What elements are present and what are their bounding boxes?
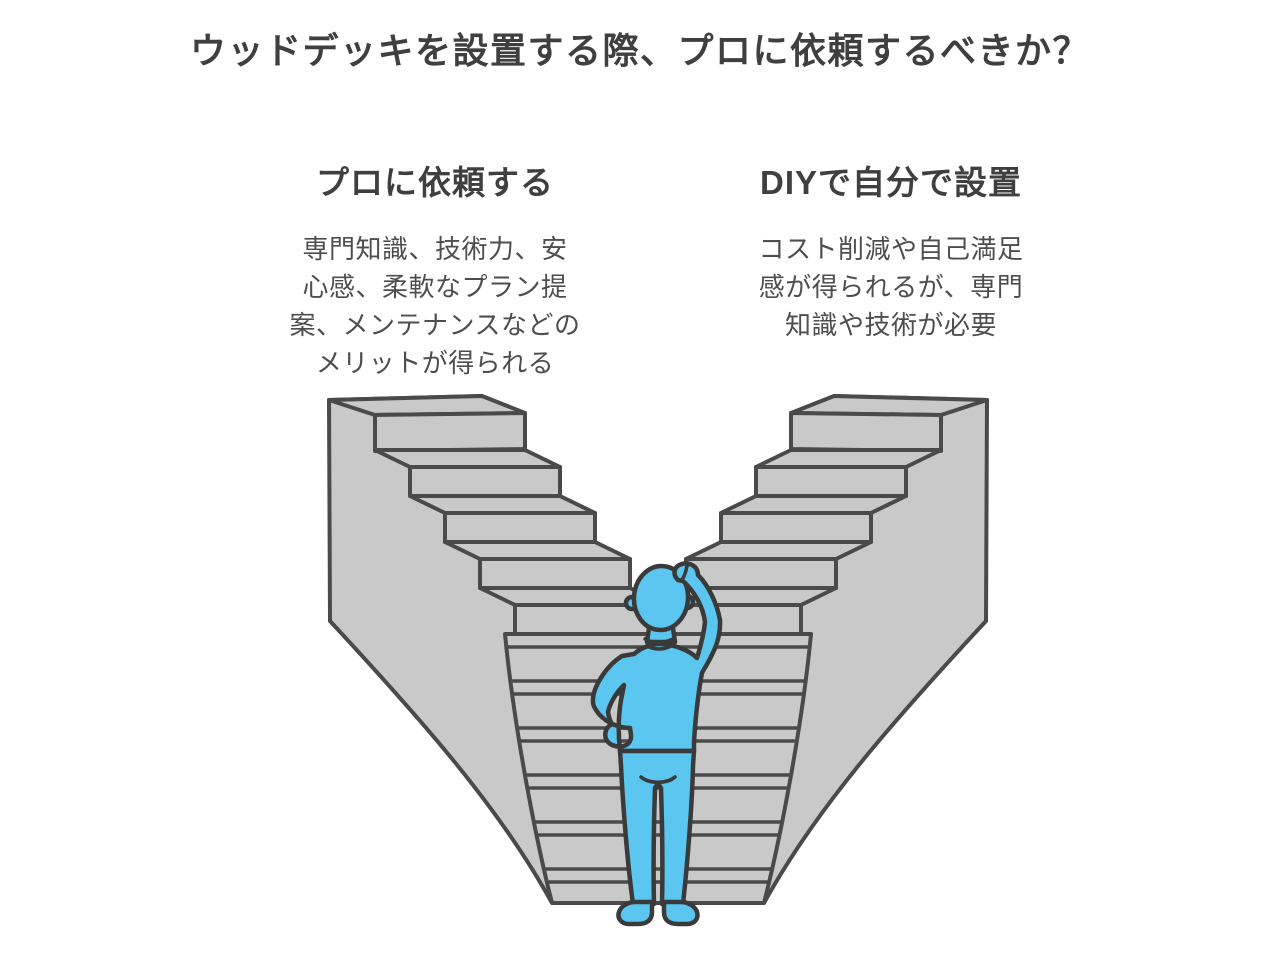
person-legs bbox=[617, 748, 697, 907]
person-collar-line bbox=[643, 637, 675, 645]
option-diy-heading: DIYで自分で設置 bbox=[759, 164, 1022, 201]
person-figure bbox=[590, 561, 723, 927]
person-shoe-right bbox=[661, 899, 700, 927]
person-head bbox=[631, 563, 691, 633]
option-pro-description: 専門知識、技術力、安 心感、柔軟なプラン提 案、メンテナンスなどの メリットが得… bbox=[289, 234, 581, 378]
option-diy: DIYで自分で設置 コスト削減や自己満足 感が得られるが、専門 知識や技術が必要 bbox=[716, 156, 1066, 344]
page-title: ウッドデッキを設置する際、プロに依頼するべきか？ bbox=[189, 30, 1090, 71]
person-collar-line2 bbox=[645, 644, 673, 651]
person-finger-line bbox=[681, 564, 689, 580]
option-diy-description: コスト削減や自己満足 感が得られるが、専門 知識や技術が必要 bbox=[758, 234, 1024, 340]
person-shoe-left bbox=[616, 899, 655, 927]
option-pro-heading: プロに依頼する bbox=[316, 164, 554, 201]
person-crotch-line bbox=[639, 775, 677, 784]
option-pro: プロに依頼する 専門知識、技術力、安 心感、柔軟なプラン提 案、メンテナンスなど… bbox=[255, 156, 615, 382]
decision-staircase-illustration bbox=[327, 394, 989, 927]
person-torso-and-arms bbox=[590, 561, 723, 754]
